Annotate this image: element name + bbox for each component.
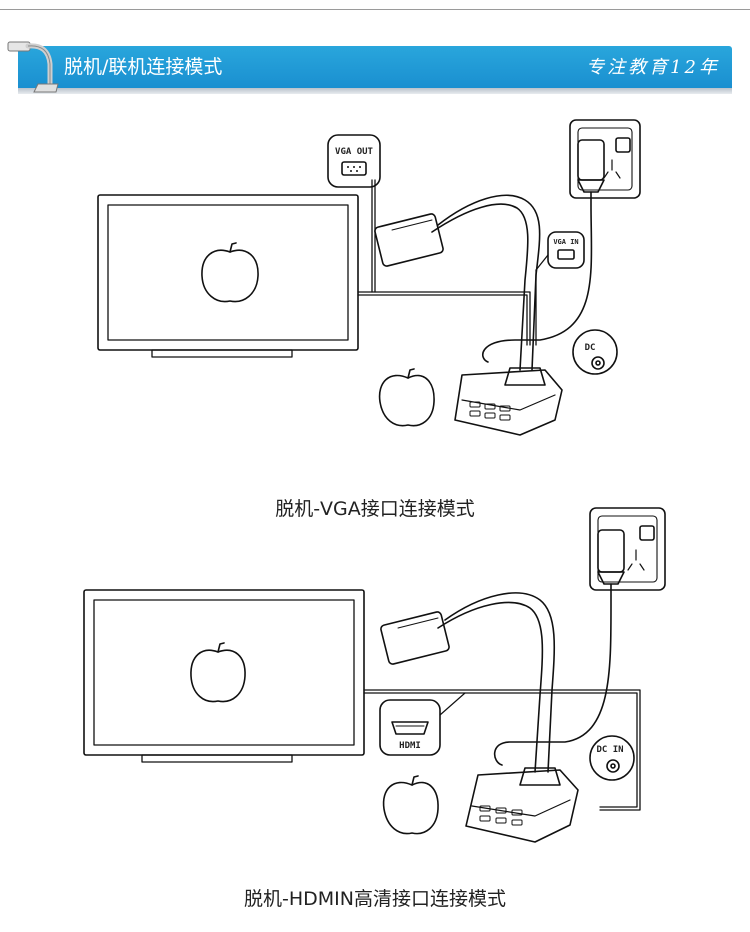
document-camera-icon: [7, 41, 59, 93]
hdmi-port-callout: [379, 692, 466, 756]
hdmi-label: HDMI: [399, 741, 421, 751]
section-banner: [18, 46, 732, 88]
vga-in-port-callout: [547, 231, 585, 269]
top-divider: [0, 9, 750, 10]
banner-shadow: [18, 88, 732, 94]
vga-diagram-caption: 脱机-VGA接口连接模式: [275, 498, 475, 520]
hdmi-cable: [363, 689, 641, 811]
apple-on-screen-icon: [190, 642, 246, 703]
apple-object-icon: [378, 368, 435, 427]
dc-port-callout: [572, 329, 618, 375]
power-adapter: [482, 139, 605, 363]
dc-in-label: DC IN: [596, 745, 623, 755]
power-adapter: [493, 529, 625, 766]
tv-monitor: [83, 589, 365, 763]
vga-out-label: VGA OUT: [335, 147, 374, 157]
dc-label: DC: [585, 343, 596, 353]
page-title: 脱机/联机连接模式: [64, 56, 223, 78]
brand-slogan: 专注教育12年: [586, 57, 720, 78]
vga-in-label: VGA IN: [553, 238, 578, 246]
document-camera: [374, 194, 563, 436]
apple-object-icon: [382, 775, 439, 835]
vga-connection-diagram: VGA OUT VGA IN DC: [97, 119, 641, 436]
hdmi-connection-diagram: HDMI DC IN: [83, 507, 666, 843]
document-camera: [380, 592, 579, 843]
tv-monitor: [97, 194, 359, 358]
vga-cable: [357, 179, 549, 346]
vga-out-port-callout: [327, 134, 381, 188]
hdmi-diagram-caption: 脱机-HDMIN高清接口连接模式: [244, 888, 506, 910]
dc-in-port-callout: [589, 735, 635, 781]
apple-on-screen-icon: [201, 242, 259, 303]
